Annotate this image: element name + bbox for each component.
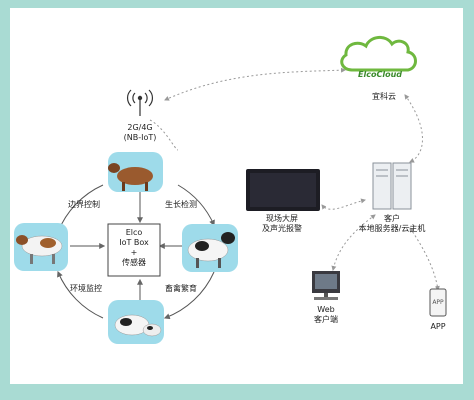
hub-line3: +: [130, 248, 138, 257]
cloud-icon: [340, 36, 417, 72]
server-label-line2: 本地服务器/云主机: [358, 224, 426, 233]
hub-arrows: [70, 190, 182, 300]
app-screen-text: APP: [432, 299, 444, 306]
cow-icon: [108, 152, 163, 192]
antenna-label-line2: (NB-IoT): [123, 133, 157, 142]
screen-label-line1: 现场大屏: [266, 214, 298, 223]
cloud-label: 宜科云: [372, 92, 396, 101]
cow-icon: [182, 224, 238, 272]
web-label-line1: Web: [317, 305, 335, 314]
desktop-icon: [312, 271, 340, 300]
server-label-line1: 客户: [384, 214, 400, 223]
web-label-line2: 客户端: [314, 315, 338, 324]
hub-line2: IoT Box: [119, 238, 149, 247]
label-growth-detection: 生长检测: [165, 200, 197, 209]
hub-line1: Elco: [125, 228, 143, 237]
antenna-icon: [127, 89, 153, 116]
cloud-logo-text: ElcoCloud: [358, 70, 402, 79]
server-icon: [372, 162, 412, 210]
cow-icon: [108, 300, 164, 344]
monitor-icon: [246, 169, 320, 211]
phone-icon: [429, 288, 447, 317]
label-livestock-breeding: 畜禽繁育: [165, 284, 197, 293]
iot-box: [107, 223, 161, 277]
screen-label-line2: 及声光报警: [262, 224, 302, 233]
antenna-label-line1: 2G/4G: [127, 123, 153, 132]
hub-line4: 传感器: [122, 258, 146, 267]
label-border-control: 边界控制: [68, 200, 100, 209]
cow-icon: [14, 223, 68, 271]
app-label: APP: [430, 322, 446, 331]
network-links: [149, 67, 440, 291]
label-environment-monitor: 环境监控: [70, 284, 102, 293]
